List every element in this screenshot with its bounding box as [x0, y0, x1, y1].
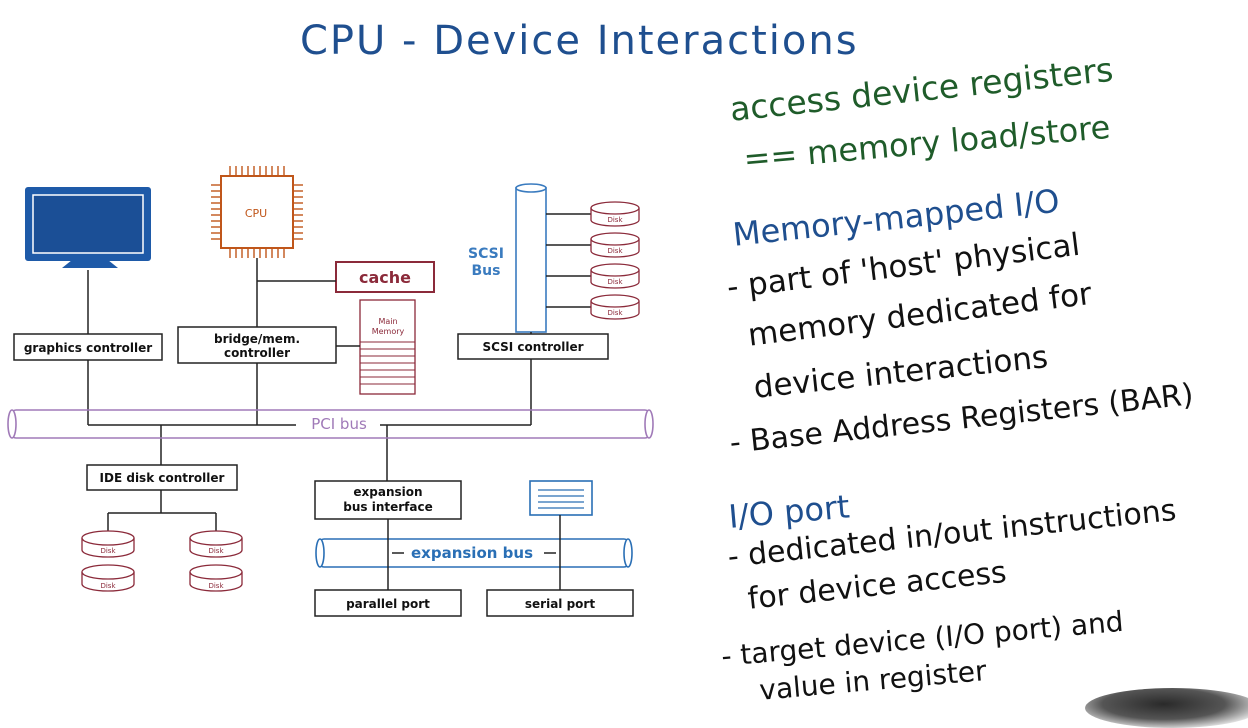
svg-text:Disk: Disk: [607, 278, 623, 286]
main-memory-stack: Main Memory: [359, 299, 416, 395]
monitor-icon: [25, 187, 151, 268]
scsi-controller-box: [457, 333, 609, 360]
parallel-port-label: parallel port: [346, 597, 430, 611]
terminal-device-icon: [529, 480, 593, 516]
scsi-controller-label: SCSI controller: [482, 340, 583, 354]
cpu-chip-icon: CPU: [211, 166, 303, 258]
bridge-controller-label-1: bridge/mem.: [214, 332, 300, 346]
cache-label: cache: [359, 268, 411, 287]
svg-text:Disk: Disk: [607, 247, 623, 255]
ide-disk-3: Disk: [189, 530, 243, 558]
svg-text:Disk: Disk: [607, 309, 623, 317]
pci-bus-tube: [7, 409, 654, 439]
cpu-label: CPU: [245, 207, 267, 220]
ide-controller-box: [86, 464, 238, 491]
ide-controller-label: IDE disk controller: [100, 471, 225, 485]
expansion-interface-label-1: expansion: [353, 485, 422, 499]
scsi-bus-label-1: SCSI: [468, 246, 504, 262]
scsi-disk-2: Disk: [590, 232, 640, 258]
scsi-disk-3: Disk: [590, 263, 640, 289]
graphics-controller-box: [13, 333, 163, 361]
expansion-bus-label: expansion bus: [411, 544, 533, 562]
svg-text:Disk: Disk: [607, 216, 623, 224]
cache-box: [335, 261, 435, 293]
ide-disk-4: Disk: [189, 564, 243, 592]
parallel-port-box: [314, 589, 462, 617]
bridge-controller-label-2: controller: [224, 346, 290, 360]
main-memory-label-2: Memory: [372, 327, 405, 336]
main-memory-label-1: Main: [378, 317, 397, 326]
pci-bus-label: PCI bus: [311, 415, 367, 433]
scsi-disk-4: Disk: [590, 294, 640, 320]
scsi-bus-label-2: Bus: [472, 263, 501, 279]
cpu-device-diagram: CPU cache Main Memory SCSI Bus Disk Disk…: [7, 166, 654, 617]
svg-text:Disk: Disk: [100, 582, 116, 590]
ide-disk-2: Disk: [81, 564, 135, 592]
bridge-controller-box: [177, 326, 337, 364]
pen-hand-shadow: [1085, 688, 1248, 728]
graphics-controller-label: graphics controller: [24, 341, 152, 355]
serial-port-label: serial port: [525, 597, 595, 611]
expansion-interface-label-2: bus interface: [343, 500, 432, 514]
svg-text:Disk: Disk: [208, 547, 224, 555]
scsi-bus-tube: [515, 183, 547, 333]
svg-text:Disk: Disk: [208, 582, 224, 590]
expansion-bus-tube: [315, 538, 633, 568]
expansion-interface-box: [314, 480, 462, 520]
scsi-disk-1: Disk: [590, 201, 640, 227]
slide-title: CPU - Device Interactions: [300, 18, 859, 64]
svg-text:Disk: Disk: [100, 547, 116, 555]
ide-disk-1: Disk: [81, 530, 135, 558]
serial-port-box: [486, 589, 634, 617]
